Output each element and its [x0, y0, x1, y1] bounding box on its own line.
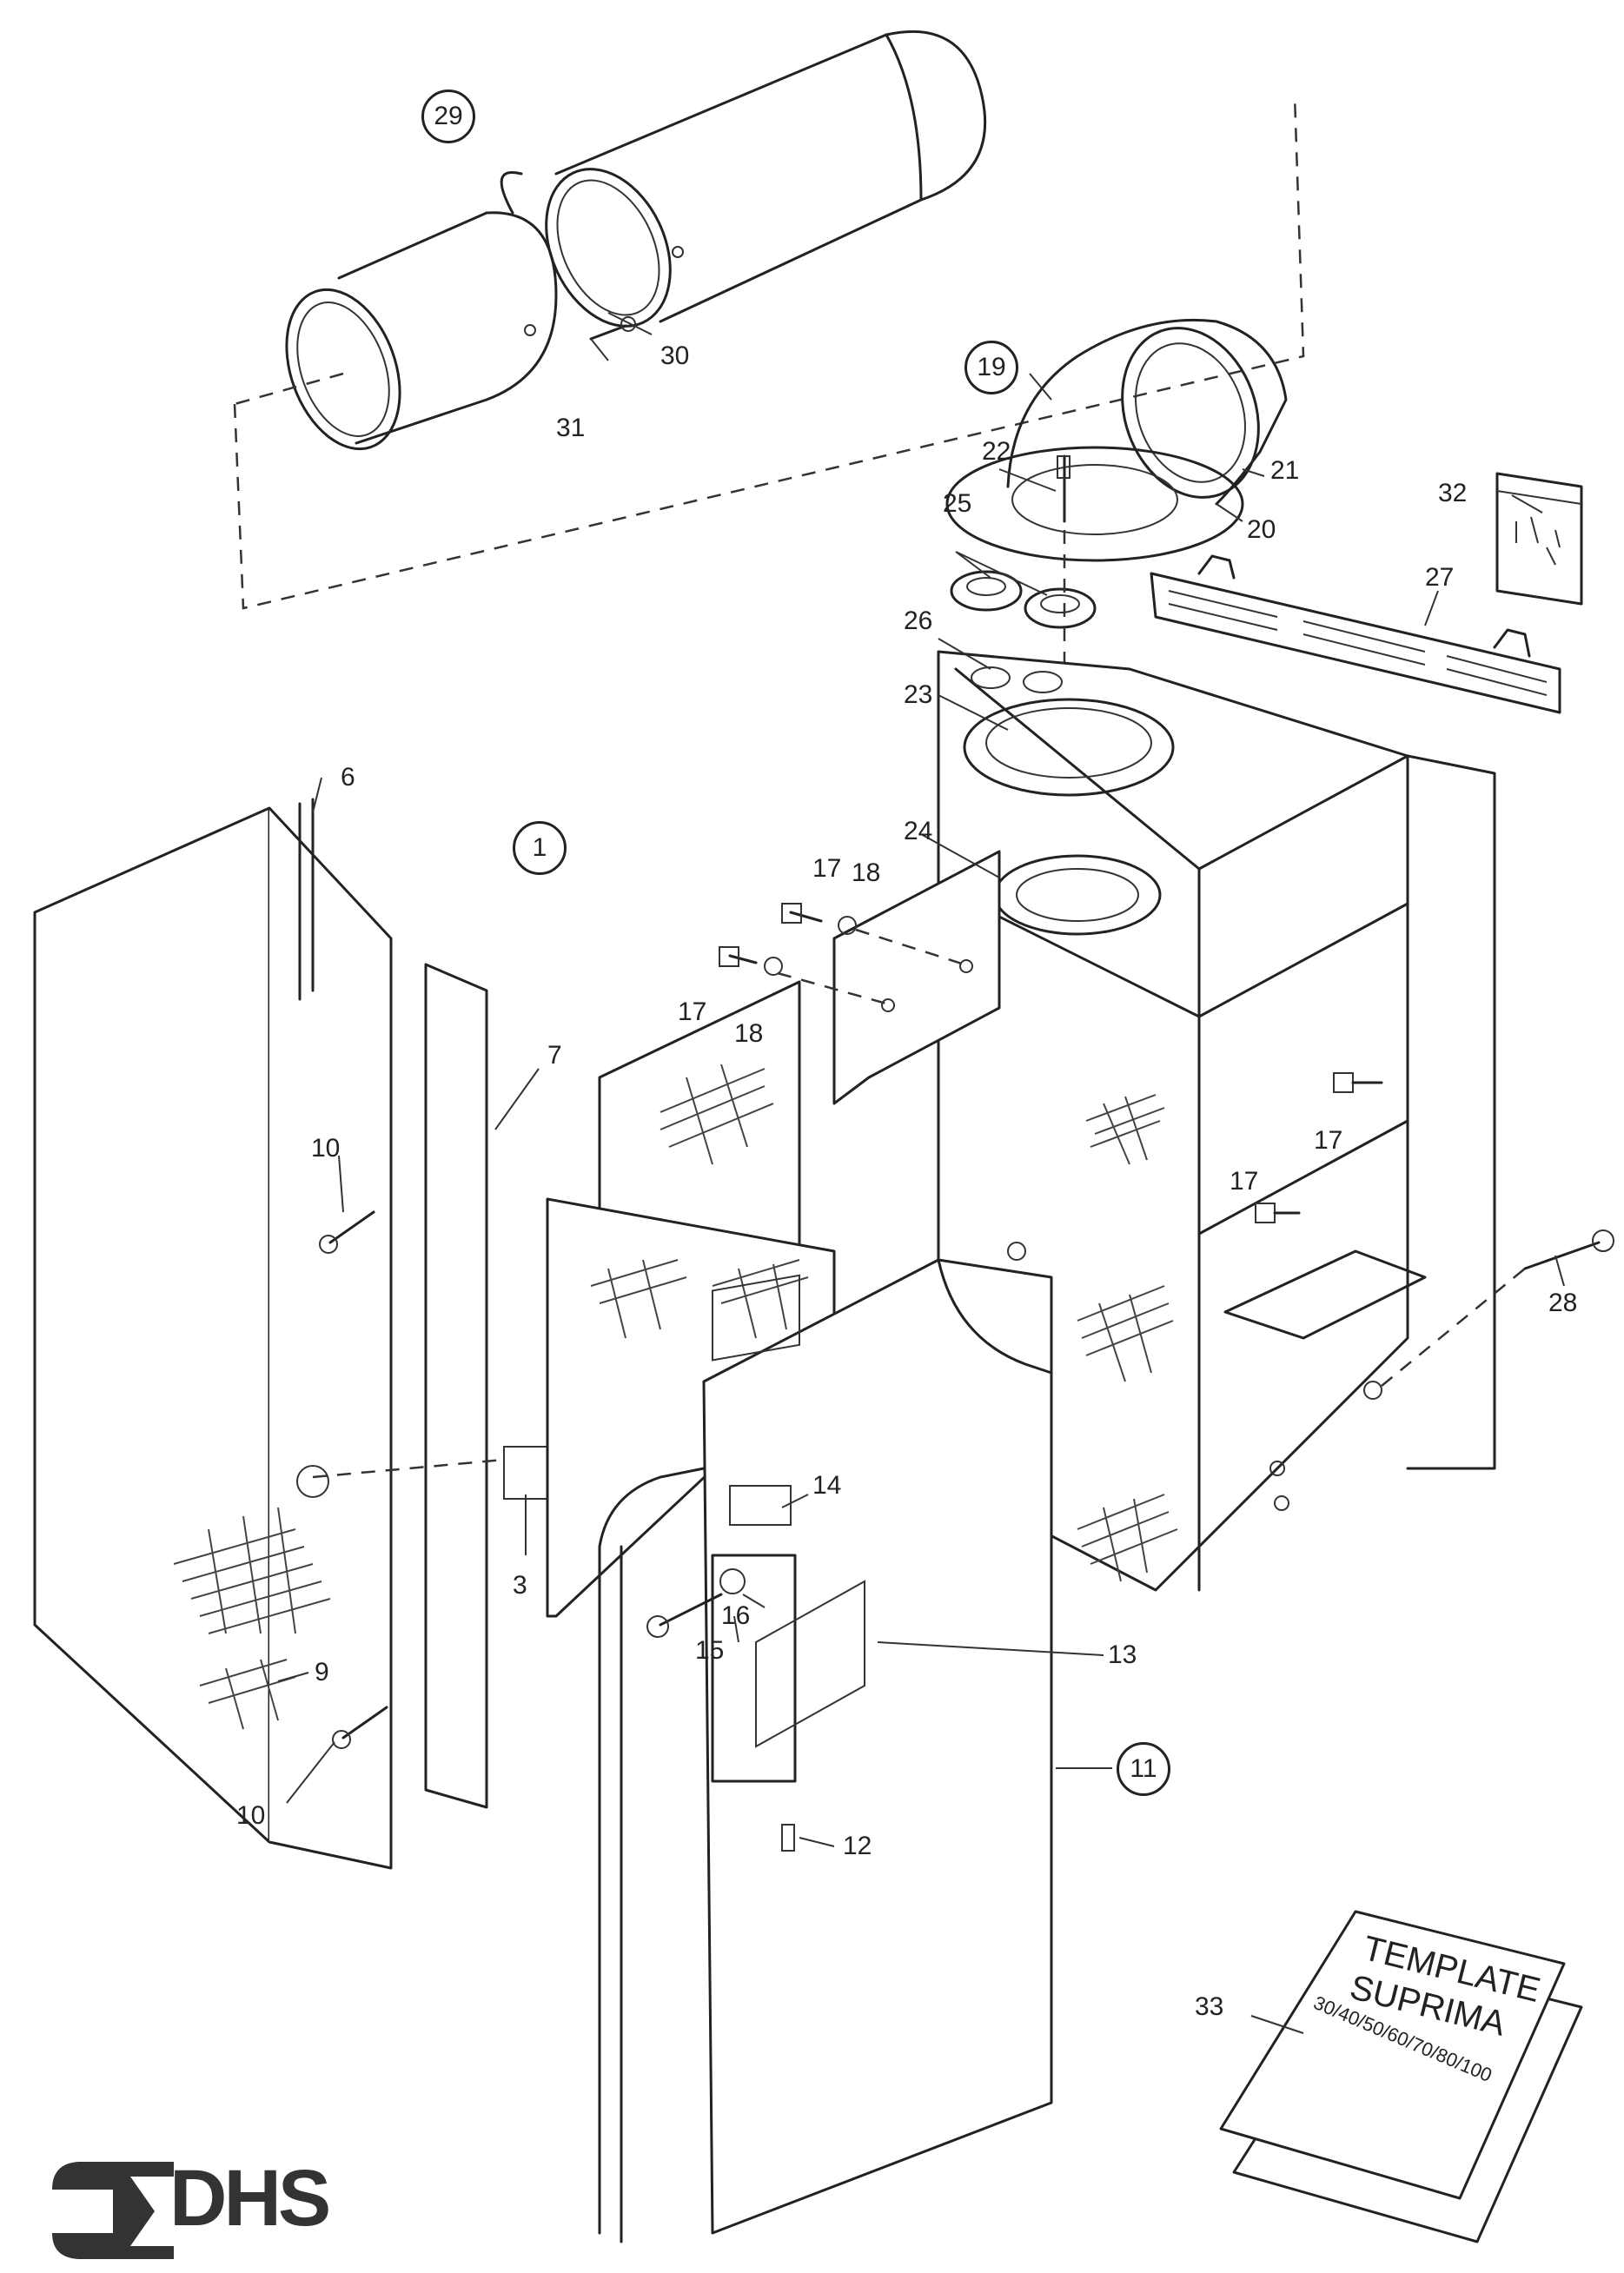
callout-13: 13: [1108, 1640, 1137, 1669]
callout-26: 26: [904, 606, 933, 635]
callout-18b: 18: [734, 1019, 764, 1048]
callout-14: 14: [812, 1471, 842, 1500]
callout-17b: 17: [678, 997, 707, 1026]
bolts-and-washers: [719, 903, 1614, 1387]
callout-25: 25: [943, 489, 972, 518]
flue-elbow: [945, 318, 1288, 562]
callout-20: 20: [1247, 515, 1276, 544]
template-booklet: [1219, 1910, 1583, 2243]
label-sheet: [1495, 472, 1583, 606]
leader-lines: [277, 312, 1565, 2034]
callout-24: 24: [904, 817, 933, 845]
dhs-logo-icon: [52, 2162, 174, 2259]
callout-27: 27: [1425, 563, 1455, 592]
callout-29-label: 29: [434, 102, 463, 130]
insulation-panels: [546, 980, 836, 1618]
callout-21: 21: [1270, 456, 1300, 485]
callout-17c: 17: [1314, 1126, 1343, 1155]
left-side-panel: [33, 798, 566, 1870]
grille-strip: [1150, 554, 1561, 714]
callout-31: 31: [556, 414, 586, 442]
callout-32: 32: [1438, 479, 1468, 507]
callout-19: 19: [964, 341, 1018, 394]
callout-10a: 10: [311, 1134, 341, 1163]
callout-3: 3: [513, 1571, 527, 1600]
callout-22: 22: [982, 437, 1011, 466]
callout-7: 7: [547, 1041, 562, 1070]
callout-11-label: 11: [1130, 1754, 1157, 1783]
callout-29: 29: [421, 89, 475, 143]
dhs-logo-text: DHS: [169, 2154, 331, 2243]
callout-1-label: 1: [532, 833, 547, 862]
callout-15: 15: [695, 1636, 725, 1665]
callout-23: 23: [904, 680, 933, 709]
callout-16: 16: [721, 1601, 751, 1630]
mounting-bracket: [777, 850, 1001, 1105]
callout-9: 9: [315, 1658, 329, 1687]
callout-6: 6: [341, 763, 355, 792]
callout-11: 11: [1117, 1742, 1170, 1796]
callout-17a: 17: [812, 854, 842, 883]
callout-1: 1: [513, 821, 567, 875]
callout-17d: 17: [1230, 1167, 1259, 1196]
callout-12: 12: [843, 1832, 872, 1860]
callout-33: 33: [1195, 1992, 1224, 2021]
callout-10b: 10: [236, 1801, 266, 1830]
callout-28: 28: [1548, 1289, 1578, 1317]
callout-18a: 18: [852, 858, 881, 887]
callout-19-label: 19: [977, 353, 1006, 381]
main-chassis: [937, 650, 1496, 1592]
callout-30: 30: [660, 341, 690, 370]
flue-terminal-assembly: [233, 30, 1305, 610]
